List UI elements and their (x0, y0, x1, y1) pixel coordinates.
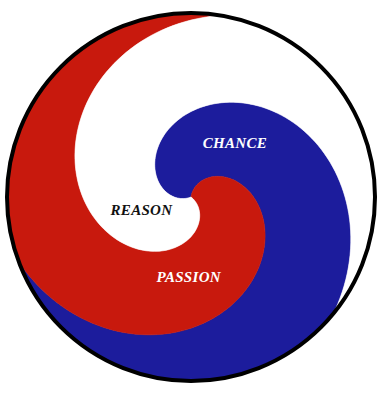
region-name: CHANCE (203, 134, 267, 152)
passion-region-label: PASSION (154, 267, 224, 287)
region-name: PASSION (157, 268, 221, 286)
disc-ground (8, 14, 374, 380)
region-name: REASON (111, 201, 173, 219)
disc-outline (7, 13, 375, 381)
white-swirl (75, 16, 374, 310)
reason-region-label: REASON (108, 200, 176, 220)
chance-region-label: CHANCE (200, 133, 270, 153)
